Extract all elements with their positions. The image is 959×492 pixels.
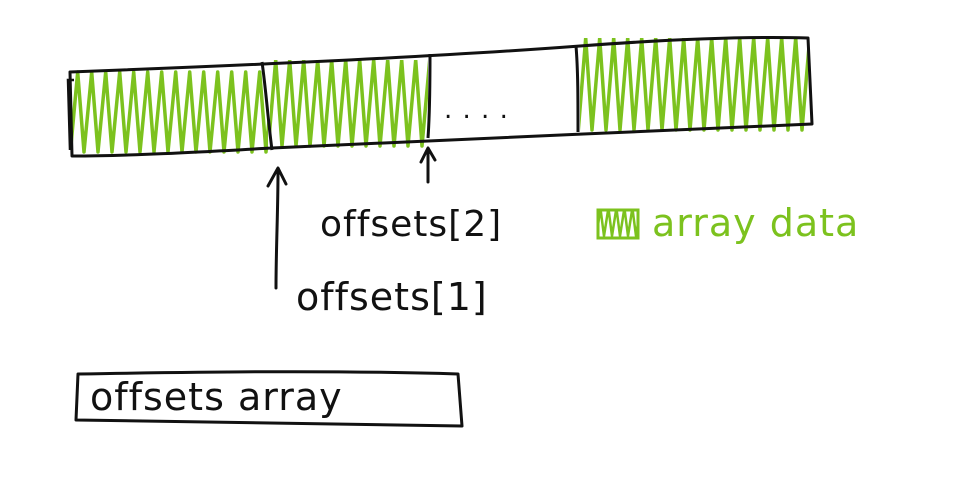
offsets-array-label: offsets array [90, 375, 343, 419]
legend: array data [596, 201, 859, 245]
data-cell-0-hatch [72, 70, 268, 154]
cell-divider-1 [260, 61, 274, 151]
data-cell-3-hatch [580, 38, 808, 132]
cell-divider-3 [574, 45, 580, 133]
hatch-stroke [580, 38, 808, 132]
hatch-stroke [598, 210, 638, 238]
offsets-array-box: offsets array [74, 370, 464, 428]
data-cell-1-hatch [270, 60, 428, 148]
arrow-up-icon [266, 166, 288, 290]
legend-label: array data [652, 201, 859, 245]
hatch-stroke [72, 70, 268, 154]
label-offsets-2: offsets[2] [320, 204, 502, 245]
arrow-up-icon [419, 146, 437, 184]
cell-divider-2 [426, 53, 432, 139]
hatch-stroke [270, 60, 428, 148]
data-array-outline [68, 35, 814, 158]
hatched-swatch-hatch [598, 210, 638, 238]
label-offsets-1: offsets[1] [296, 275, 488, 319]
data-array-left-bracket [66, 78, 74, 151]
ellipsis-text: . . . . [444, 95, 509, 125]
